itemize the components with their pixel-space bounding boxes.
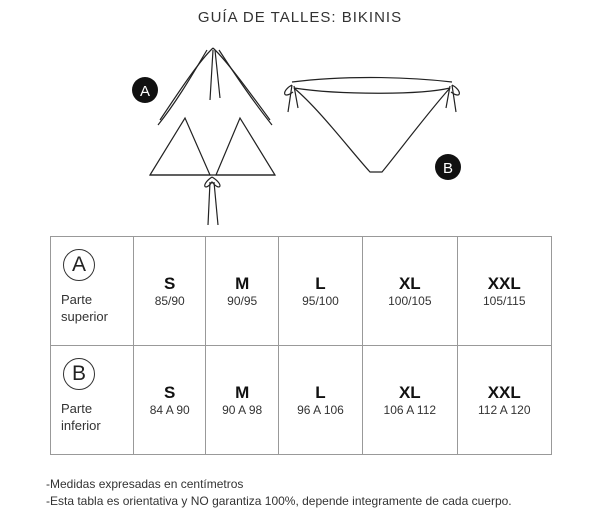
bikini-top-drawing xyxy=(148,47,277,226)
note-line: -Esta tabla es orientativa y NO garantiz… xyxy=(46,494,512,508)
size-measure: 112 A 120 xyxy=(478,403,531,417)
note-line: -Medidas expresadas en centímetros xyxy=(46,477,244,491)
size-measure: 84 A 90 xyxy=(149,403,190,417)
row-label-cell: A Parte superior xyxy=(50,236,134,346)
size-measure: 106 A 112 xyxy=(383,403,437,417)
marker-a-text: A xyxy=(140,83,150,100)
size-measure: 96 A 106 xyxy=(297,403,344,417)
size-name: S xyxy=(164,274,176,293)
bikini-bottom-drawing xyxy=(284,76,460,173)
size-measure: 95/100 xyxy=(302,294,339,308)
size-name: XXL xyxy=(487,383,521,402)
marker-circle: A xyxy=(63,249,95,281)
size-measure: 100/105 xyxy=(388,294,432,308)
marker-circle: B xyxy=(63,358,95,390)
size-name: S xyxy=(164,383,176,402)
row-label: Parte xyxy=(61,292,93,307)
size-measure: 90 A 98 xyxy=(222,403,263,417)
size-measure: 105/115 xyxy=(483,294,526,308)
size-name: L xyxy=(315,383,326,402)
bikini-illustration: A B xyxy=(132,47,461,226)
size-name: XL xyxy=(398,274,421,293)
size-name: XL xyxy=(398,383,421,402)
size-name: L xyxy=(315,274,326,293)
size-name: M xyxy=(235,274,250,293)
row-label: superior xyxy=(61,309,108,324)
marker-b-badge xyxy=(435,154,461,180)
row-label-cell: B Parte inferior xyxy=(50,345,134,455)
marker-b-text: B xyxy=(443,160,453,177)
marker-a-badge xyxy=(132,77,158,103)
size-measure: 85/90 xyxy=(154,294,185,308)
notes: -Medidas expresadas en centímetros -Esta… xyxy=(46,476,512,510)
row-label: Parte xyxy=(61,401,93,416)
size-name: XXL xyxy=(487,274,521,293)
page-title: GUÍA DE TALLES: BIKINIS xyxy=(197,9,403,26)
size-name: M xyxy=(235,383,250,402)
row-label: inferior xyxy=(61,418,101,433)
size-measure: 90/95 xyxy=(227,294,258,308)
